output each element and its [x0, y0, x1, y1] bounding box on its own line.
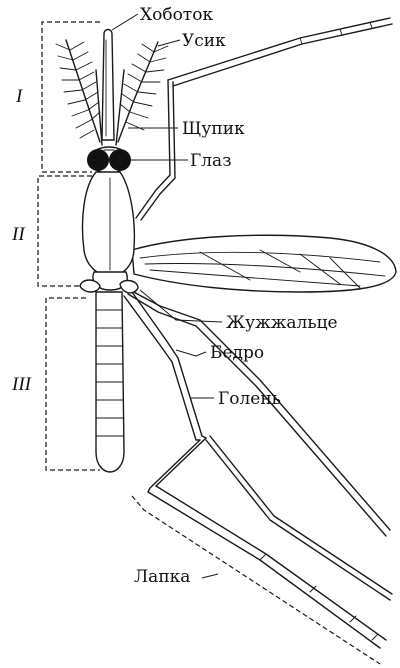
- abdomen-bracket: [46, 298, 100, 470]
- eye-left: [87, 149, 109, 171]
- head: [87, 147, 131, 173]
- proboscis: [102, 30, 114, 141]
- label-haltere: Жужжальце: [226, 313, 338, 333]
- label-proboscis: Хоботок: [140, 5, 213, 25]
- label-palp: Щупик: [182, 119, 245, 139]
- label-tibia: Голень: [218, 389, 281, 409]
- antenna-left: [56, 40, 100, 142]
- section-head-numeral: I: [15, 86, 24, 107]
- eye-right: [109, 149, 131, 171]
- label-tarsus: Лапка: [134, 567, 190, 587]
- front-leg: [136, 18, 392, 220]
- label-eye: Глаз: [190, 151, 231, 171]
- label-femur: Бедро: [210, 343, 264, 363]
- section-abdomen-numeral: III: [11, 374, 33, 395]
- head-bracket: [42, 22, 100, 172]
- antenna-right: [118, 42, 168, 142]
- wing: [132, 235, 396, 292]
- section-thorax-numeral: II: [11, 224, 26, 245]
- label-antenna: Усик: [182, 31, 226, 51]
- thorax: [80, 172, 138, 293]
- abdomen: [96, 292, 124, 472]
- labels: Хоботок Усик Щупик Глаз Жужжальце Бедро …: [11, 5, 338, 587]
